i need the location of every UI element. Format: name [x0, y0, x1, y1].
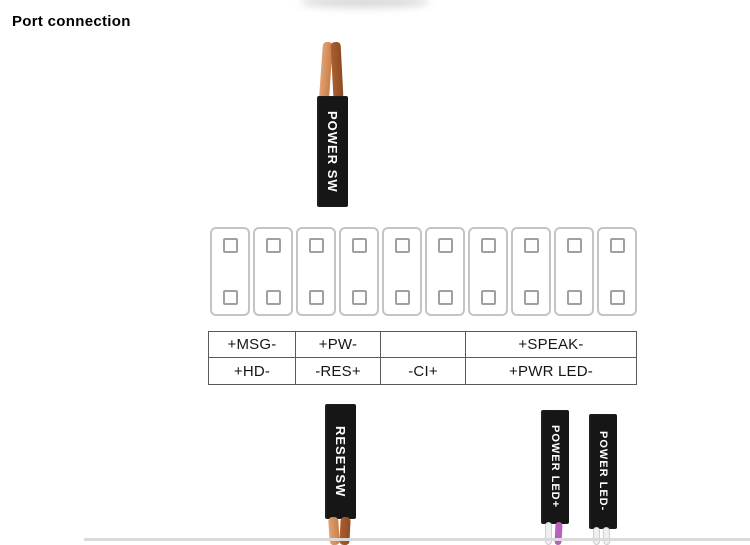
- power-sw-wires: [317, 41, 347, 100]
- pin-cell: [382, 227, 422, 316]
- pin-cell: [554, 227, 594, 316]
- reset-sw-label: RESETSW: [333, 425, 348, 498]
- table-cell: [381, 332, 466, 358]
- purple-wire: [554, 521, 563, 545]
- power-led-minus-connector: POWER LED-: [589, 414, 617, 529]
- pin-table: +MSG- +PW- +SPEAK- +HD- -RES+ -CI+ +PWR …: [208, 331, 637, 385]
- pin: [523, 290, 539, 305]
- watermark-remnant: [300, 0, 430, 8]
- white-wire: [593, 527, 600, 545]
- white-wire: [602, 526, 611, 545]
- pin: [222, 238, 238, 253]
- pin: [480, 290, 496, 305]
- pin-cell: [296, 227, 336, 316]
- power-sw-connector: POWER SW: [317, 96, 348, 207]
- power-led-plus-connector: POWER LED+: [541, 410, 569, 524]
- pin-cell: [253, 227, 293, 316]
- pin: [308, 290, 324, 305]
- pin: [566, 290, 582, 305]
- table-cell: +SPEAK-: [466, 332, 636, 358]
- pin: [265, 290, 281, 305]
- power-sw-label: POWER SW: [325, 110, 340, 193]
- page-title: Port connection: [12, 13, 131, 30]
- pin: [394, 238, 410, 253]
- pin: [437, 238, 453, 253]
- bottom-divider: [84, 538, 750, 541]
- pin-cell: [339, 227, 379, 316]
- pin-cell: [425, 227, 465, 316]
- power-led-plus-wires: [545, 521, 565, 545]
- reset-sw-connector: RESETSW: [325, 404, 356, 519]
- pin: [351, 290, 367, 305]
- power-led-minus-wires: [593, 526, 613, 545]
- copper-wire: [330, 41, 344, 100]
- pin-header: [210, 227, 637, 316]
- pin: [609, 290, 625, 305]
- pin: [351, 238, 367, 253]
- pin-cell: [468, 227, 508, 316]
- pin: [566, 238, 582, 253]
- table-cell: -CI+: [381, 358, 466, 384]
- pin: [222, 290, 238, 305]
- pin: [265, 238, 281, 253]
- pin-cell: [597, 227, 637, 316]
- pin: [394, 290, 410, 305]
- power-led-plus-label: POWER LED+: [549, 425, 561, 509]
- pin-cell: [210, 227, 250, 316]
- pin: [480, 238, 496, 253]
- pin: [308, 238, 324, 253]
- table-cell: +HD-: [209, 358, 296, 384]
- table-cell: +MSG-: [209, 332, 296, 358]
- pin: [523, 238, 539, 253]
- white-wire: [545, 522, 552, 545]
- table-cell: -RES+: [296, 358, 381, 384]
- table-cell: +PWR LED-: [509, 362, 593, 380]
- pin: [437, 290, 453, 305]
- pin-cell: [511, 227, 551, 316]
- pin: [609, 238, 625, 253]
- table-cell: +PW-: [296, 332, 381, 358]
- power-led-minus-label: POWER LED-: [597, 431, 609, 512]
